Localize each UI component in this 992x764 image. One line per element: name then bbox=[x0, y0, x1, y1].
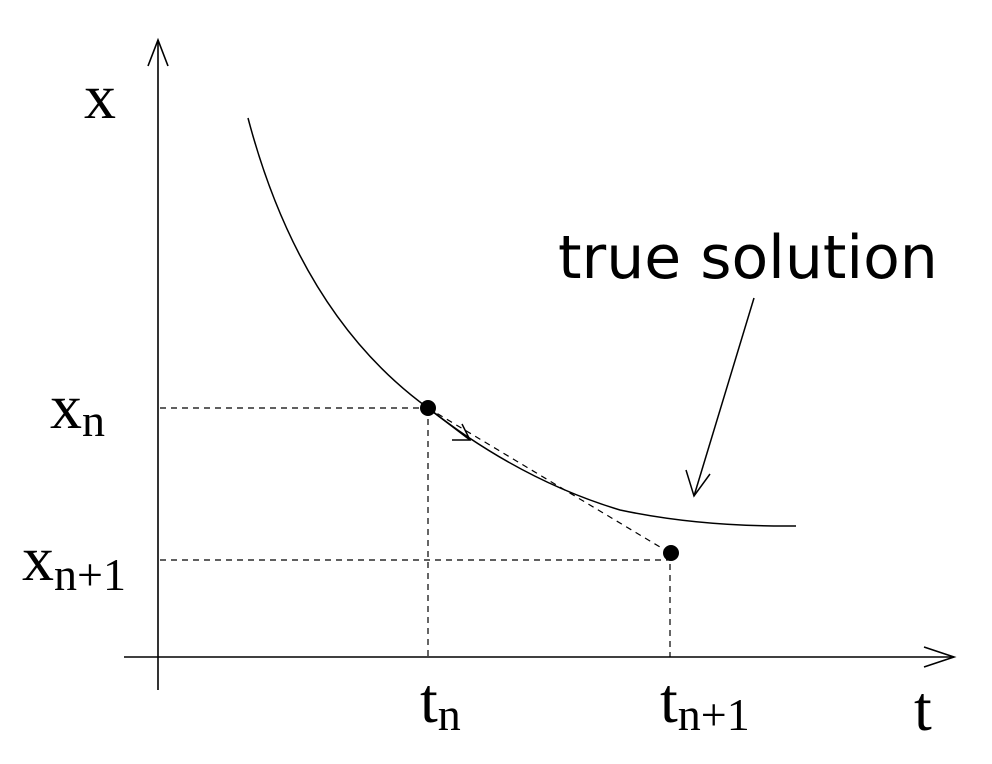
slope-arrow bbox=[427, 407, 472, 441]
t-n1-label: tn+1 bbox=[660, 665, 750, 740]
guide-lines bbox=[160, 407, 671, 657]
true-solution-annotation: true solution bbox=[558, 223, 938, 293]
true-solution-curve bbox=[247, 117, 797, 527]
euler-step-line bbox=[427, 407, 671, 554]
x-n1-label-main: x bbox=[22, 523, 54, 594]
t-n-label-sub: n bbox=[438, 689, 461, 740]
y-axis-label: x bbox=[84, 61, 116, 132]
t-n1-label-sub: n+1 bbox=[678, 689, 750, 740]
x-axis-label: t bbox=[914, 673, 932, 744]
y-axis-arrowhead bbox=[147, 37, 169, 67]
t-n-label: tn bbox=[420, 665, 461, 740]
slope-arrow-head bbox=[452, 423, 472, 441]
annotation-pointer bbox=[685, 297, 755, 498]
t-n-label-main: t bbox=[420, 665, 438, 736]
point-tn-xn bbox=[420, 400, 436, 416]
axes bbox=[124, 37, 957, 690]
x-n-label-sub: n bbox=[82, 395, 105, 446]
point-tn1-xn1 bbox=[663, 545, 679, 561]
t-n1-label-main: t bbox=[660, 665, 678, 736]
x-n1-label-sub: n+1 bbox=[54, 549, 126, 600]
x-n-label: xn bbox=[50, 371, 105, 446]
slope-arrow-shaft bbox=[427, 407, 471, 441]
annotation-pointer-shaft bbox=[693, 297, 755, 497]
x-axis-arrowhead bbox=[923, 646, 957, 668]
annotation-pointer-head bbox=[685, 469, 711, 498]
x-n-label-main: x bbox=[50, 371, 82, 442]
x-n1-label: xn+1 bbox=[22, 523, 126, 600]
